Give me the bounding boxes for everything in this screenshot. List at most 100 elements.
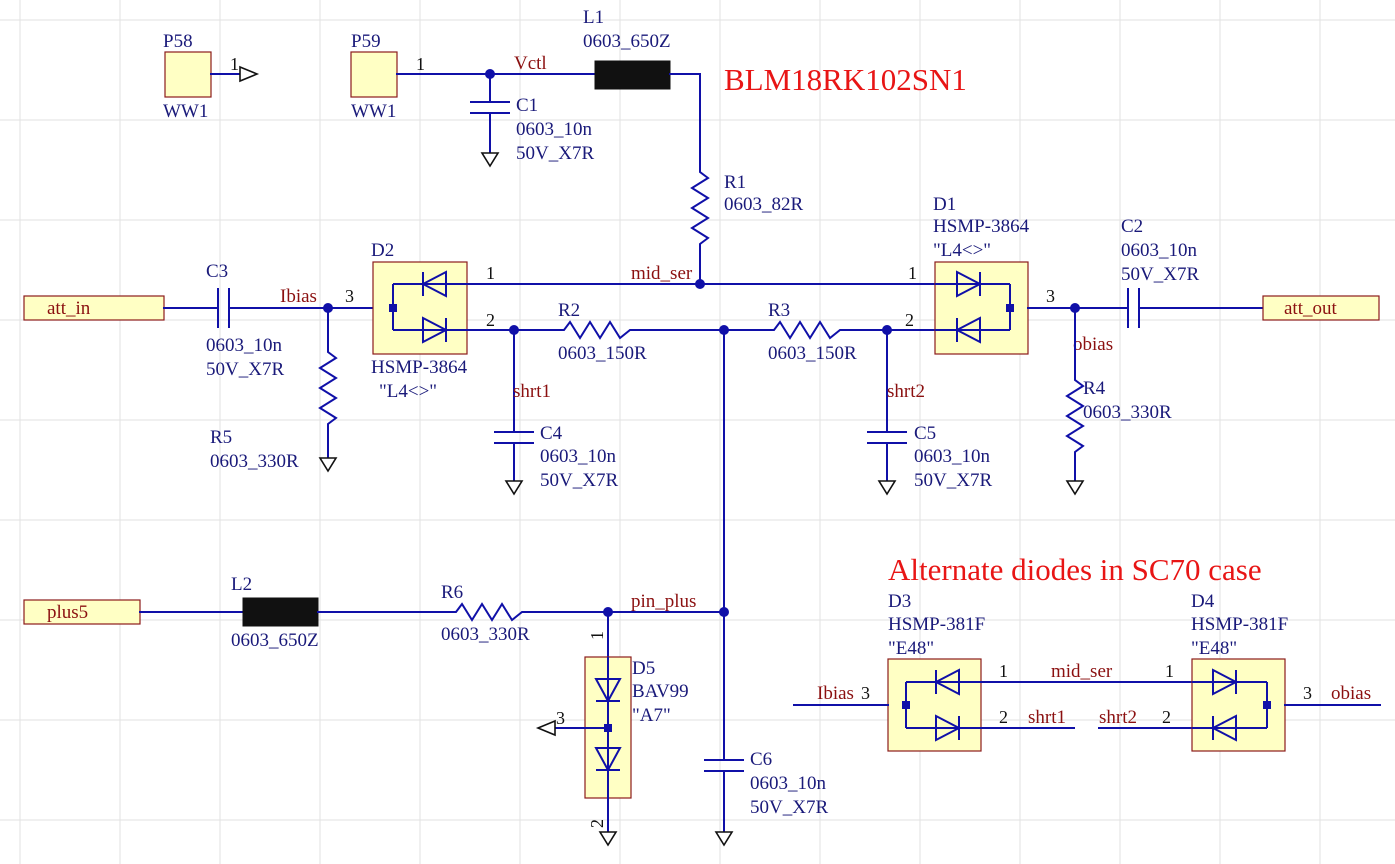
c5-ref: C5 bbox=[914, 423, 936, 444]
d1-body bbox=[934, 261, 1029, 355]
d4-pin3-marker bbox=[1263, 701, 1271, 709]
ferrite-l2[interactable]: L2 0603_650Z bbox=[231, 574, 319, 651]
att-in-label: att_in bbox=[47, 298, 91, 319]
p58-pin-number: 1 bbox=[230, 54, 239, 74]
c6-rating: 50V_X7R bbox=[750, 797, 828, 818]
d3-pin2-number: 2 bbox=[999, 707, 1008, 727]
net-label-obias-alt: obias bbox=[1331, 683, 1371, 704]
resistor-r6[interactable]: R6 0603_330R bbox=[441, 582, 530, 645]
att-out-label: att_out bbox=[1284, 298, 1337, 319]
d1-diode-lower bbox=[954, 316, 981, 344]
connector-p59[interactable]: P59 WW1 1 bbox=[350, 31, 425, 122]
capacitor-c1[interactable]: C1 0603_10n 50V_X7R bbox=[470, 73, 594, 168]
c4-value: 0603_10n bbox=[540, 446, 617, 467]
capacitor-c2[interactable]: C2 0603_10n 50V_X7R bbox=[1121, 216, 1199, 328]
net-label-pin-plus: pin_plus bbox=[631, 591, 696, 612]
d3-body bbox=[887, 658, 982, 752]
ground-symbol bbox=[504, 480, 524, 496]
r3-value: 0603_150R bbox=[768, 343, 857, 364]
r3-ref: R3 bbox=[768, 300, 790, 321]
r4-ref: R4 bbox=[1083, 378, 1106, 399]
c1-ref: C1 bbox=[516, 95, 538, 116]
d3-diode-lower bbox=[935, 714, 962, 742]
c2-value: 0603_10n bbox=[1121, 240, 1198, 261]
c3-rating: 50V_X7R bbox=[206, 359, 284, 380]
d4-pin3-number: 3 bbox=[1303, 683, 1312, 703]
r5-ref: R5 bbox=[210, 427, 232, 448]
d2-pin1-number: 1 bbox=[486, 263, 495, 283]
p59-body bbox=[350, 51, 398, 98]
net-label-shrt2-alt: shrt2 bbox=[1099, 707, 1137, 728]
d2-pin3-number: 3 bbox=[345, 286, 354, 306]
d5-pin3-number: 3 bbox=[556, 708, 565, 728]
net-label-ibias-alt: Ibias bbox=[817, 683, 854, 704]
d2-ref: D2 bbox=[371, 240, 394, 261]
r1-value: 0603_82R bbox=[724, 194, 804, 215]
ground-symbol bbox=[714, 831, 734, 847]
capacitor-c3[interactable]: C3 0603_10n 50V_X7R bbox=[206, 261, 284, 380]
d4-diode-lower bbox=[1210, 714, 1237, 742]
d5-pin2-number: 2 bbox=[587, 819, 607, 828]
resistor-r5[interactable]: R5 0603_330R bbox=[210, 308, 338, 473]
c5-rating: 50V_X7R bbox=[914, 470, 992, 491]
diode-d3[interactable]: D3 HSMP-381F "E48" 3 1 2 bbox=[861, 591, 1008, 752]
resistor-r1[interactable]: R1 0603_82R bbox=[690, 165, 804, 284]
d1-ref: D1 bbox=[933, 194, 956, 215]
d2-body bbox=[372, 261, 468, 355]
part-note: BLM18RK102SN1 bbox=[724, 62, 967, 97]
port-att-out[interactable]: att_out bbox=[1262, 295, 1380, 321]
p58-port-arrow bbox=[239, 65, 260, 83]
d5-pin1-number: 1 bbox=[587, 631, 607, 640]
d2-marking: "L4<>" bbox=[379, 381, 437, 402]
net-label-ibias: Ibias bbox=[280, 286, 317, 307]
capacitor-c4[interactable]: shrt1 C4 0603_10n 50V_X7R bbox=[494, 329, 618, 496]
d1-value: HSMP-3864 bbox=[933, 216, 1030, 237]
alternate-diodes-note: Alternate diodes in SC70 case bbox=[888, 552, 1262, 587]
diode-d2[interactable]: D2 HSMP-3864 "L4<>" 3 1 2 bbox=[345, 240, 495, 402]
resistor-r3[interactable]: R3 0603_150R bbox=[768, 300, 857, 364]
c3-ref: C3 bbox=[206, 261, 228, 282]
c6-ref: C6 bbox=[750, 749, 772, 770]
diode-d4[interactable]: D4 HSMP-381F "E48" 1 2 3 bbox=[1162, 591, 1312, 752]
diode-d5[interactable]: D5 BAV99 "A7" 3 1 2 bbox=[535, 611, 689, 847]
d4-pin1-number: 1 bbox=[1165, 661, 1174, 681]
r6-ref: R6 bbox=[441, 582, 463, 603]
ferrite-l1[interactable]: L1 0603_650Z bbox=[583, 7, 701, 166]
c4-rating: 50V_X7R bbox=[540, 470, 618, 491]
d2-pin3-marker bbox=[389, 304, 397, 312]
ground-symbol bbox=[1065, 480, 1085, 496]
diode-d1[interactable]: D1 HSMP-3864 "L4<>" 1 2 3 bbox=[905, 194, 1055, 355]
d5-ref: D5 bbox=[632, 658, 655, 679]
d2-diode-lower bbox=[422, 316, 449, 344]
ground-symbol bbox=[598, 831, 618, 847]
port-plus5[interactable]: plus5 bbox=[23, 599, 141, 625]
p59-value: WW1 bbox=[351, 101, 396, 122]
port-att-in[interactable]: att_in bbox=[23, 295, 165, 321]
c4-ref: C4 bbox=[540, 423, 563, 444]
r5-value: 0603_330R bbox=[210, 451, 299, 472]
d4-pin2-number: 2 bbox=[1162, 707, 1171, 727]
r2-ref: R2 bbox=[558, 300, 580, 321]
capacitor-c6[interactable]: C6 0603_10n 50V_X7R bbox=[704, 749, 828, 847]
d4-ref: D4 bbox=[1191, 591, 1215, 612]
c2-ref: C2 bbox=[1121, 216, 1143, 237]
d1-pin1-number: 1 bbox=[908, 263, 917, 283]
d4-body bbox=[1191, 658, 1286, 752]
d3-marking: "E48" bbox=[888, 638, 934, 659]
r1-ref: R1 bbox=[724, 172, 746, 193]
plus5-label: plus5 bbox=[47, 602, 88, 623]
d4-diode-upper bbox=[1212, 668, 1239, 696]
resistor-r2[interactable]: R2 0603_150R bbox=[558, 300, 647, 364]
p58-value: WW1 bbox=[163, 101, 208, 122]
connector-p58[interactable]: P58 WW1 1 bbox=[163, 31, 260, 122]
net-label-mid-ser-alt: mid_ser bbox=[1051, 661, 1113, 682]
p59-pin-number: 1 bbox=[416, 54, 425, 74]
d2-pin2-number: 2 bbox=[486, 310, 495, 330]
capacitor-c5[interactable]: shrt2 C5 0603_10n 50V_X7R bbox=[867, 329, 992, 496]
c2-rating: 50V_X7R bbox=[1121, 264, 1199, 285]
net-label-vctl: Vctl bbox=[514, 53, 547, 74]
net-label-mid-ser: mid_ser bbox=[631, 263, 693, 284]
resistor-r4[interactable]: R4 0603_330R bbox=[1065, 308, 1172, 496]
d3-ref: D3 bbox=[888, 591, 911, 612]
